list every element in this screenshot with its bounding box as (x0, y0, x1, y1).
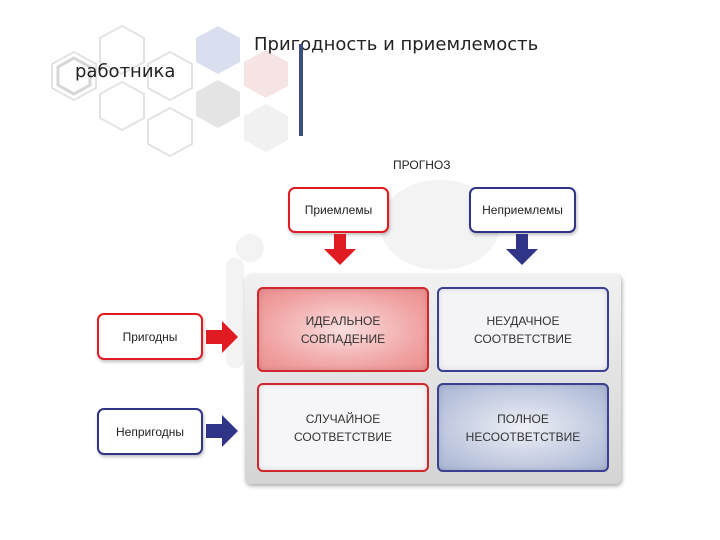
forecast-label: ПРОГНОЗ (393, 158, 451, 172)
cell-ideal-match-text: ИДЕАЛЬНОЕ СОВПАДЕНИЕ (300, 313, 386, 346)
cell-failed-match: НЕУДАЧНОЕ СООТВЕТСТВИЕ (437, 287, 609, 372)
row-header-suitable-label: Пригодны (122, 329, 178, 344)
column-header-unacceptable: Неприемлемы (469, 187, 576, 233)
row-header-unsuitable: Непригодны (97, 408, 203, 455)
column-header-unacceptable-label: Неприемлемы (482, 203, 563, 217)
right-arrow-icon-red (206, 321, 238, 353)
row-header-suitable: Пригодны (97, 313, 203, 360)
cell-full-mismatch: ПОЛНОЕ НЕСООТВЕТСТВИЕ (437, 383, 609, 472)
down-arrow-icon-red (324, 234, 356, 265)
cell-full-mismatch-text: ПОЛНОЕ НЕСООТВЕТСТВИЕ (465, 411, 581, 444)
row-header-unsuitable-label: Непригодны (116, 424, 184, 439)
column-header-acceptable: Приемлемы (288, 187, 389, 233)
down-arrow-icon-blue (506, 234, 538, 265)
page-title: Пригодность и приемлемость (254, 34, 539, 55)
cell-chance-match-text: СЛУЧАЙНОЕ СООТВЕТСТВИЕ (294, 411, 392, 444)
title-divider (299, 44, 303, 136)
matrix-panel: ИДЕАЛЬНОЕ СОВПАДЕНИЕ НЕУДАЧНОЕ СООТВЕТСТ… (245, 274, 621, 484)
cell-failed-match-text: НЕУДАЧНОЕ СООТВЕТСТВИЕ (474, 313, 572, 346)
cell-chance-match: СЛУЧАЙНОЕ СООТВЕТСТВИЕ (257, 383, 429, 472)
page-title-continued: работника (75, 61, 176, 82)
right-arrow-icon-blue (206, 415, 238, 447)
cell-ideal-match: ИДЕАЛЬНОЕ СОВПАДЕНИЕ (257, 287, 429, 372)
column-header-acceptable-label: Приемлемы (304, 203, 373, 217)
